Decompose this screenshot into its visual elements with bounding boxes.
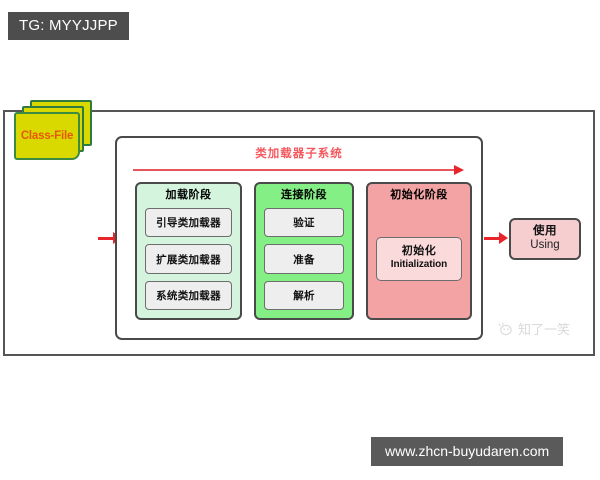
- initialization-card-cn: 初始化: [401, 245, 437, 258]
- arrow-head: [454, 165, 464, 175]
- class-file-stack-icon: Class-File: [14, 100, 96, 162]
- using-label-en: Using: [530, 239, 560, 251]
- arrow-right-icon-output: [484, 232, 508, 244]
- phase-loading-title: 加载阶段: [165, 189, 212, 201]
- phase-initialization: 初始化阶段 初始化 Initialization: [366, 182, 472, 320]
- phase-columns: 加载阶段 引导类加载器 扩展类加载器 系统类加载器 连接阶段 验证 准备 解析 …: [135, 182, 472, 320]
- phase-loading: 加载阶段 引导类加载器 扩展类加载器 系统类加载器: [135, 182, 242, 320]
- watermark-logo: 知了一笑: [498, 322, 570, 336]
- watermark-url: www.zhcn-buyudaren.com: [371, 437, 564, 466]
- arrow-shaft: [98, 236, 114, 240]
- arrow-shaft: [484, 236, 500, 240]
- arrow-head: [499, 232, 508, 244]
- list-item: 准备: [264, 244, 344, 274]
- list-item: 系统类加载器: [145, 280, 232, 310]
- phase-linking-title: 连接阶段: [281, 189, 327, 201]
- list-item: 验证: [264, 208, 344, 238]
- list-item: 引导类加载器: [145, 208, 232, 238]
- using-box: 使用 Using: [509, 218, 581, 260]
- mascot-icon: [498, 322, 512, 336]
- phase-linking: 连接阶段 验证 准备 解析: [254, 182, 354, 320]
- watermark-logo-text: 知了一笑: [518, 321, 571, 337]
- arrow-shaft: [133, 169, 455, 171]
- phase-loading-items: 引导类加载器 扩展类加载器 系统类加载器: [145, 208, 232, 310]
- arrow-right-icon-flow: [133, 165, 464, 175]
- list-item: 扩展类加载器: [145, 244, 232, 274]
- class-file-label: Class-File: [20, 130, 74, 142]
- phase-initialization-title: 初始化阶段: [390, 189, 448, 201]
- phase-linking-items: 验证 准备 解析: [264, 208, 344, 310]
- initialization-card: 初始化 Initialization: [376, 237, 462, 281]
- subsystem-title: 类加载器子系统: [255, 148, 343, 160]
- phase-initialization-body: 初始化 Initialization: [376, 208, 462, 310]
- initialization-card-en: Initialization: [390, 259, 448, 271]
- using-label-cn: 使用: [533, 225, 557, 238]
- class-loader-subsystem: 类加载器子系统 加载阶段 引导类加载器 扩展类加载器 系统类加载器 连接阶段 验…: [115, 136, 483, 340]
- list-item: 解析: [264, 280, 344, 310]
- class-file-sheet-front: Class-File: [14, 112, 80, 160]
- watermark-tag: TG: MYYJJPP: [8, 12, 129, 40]
